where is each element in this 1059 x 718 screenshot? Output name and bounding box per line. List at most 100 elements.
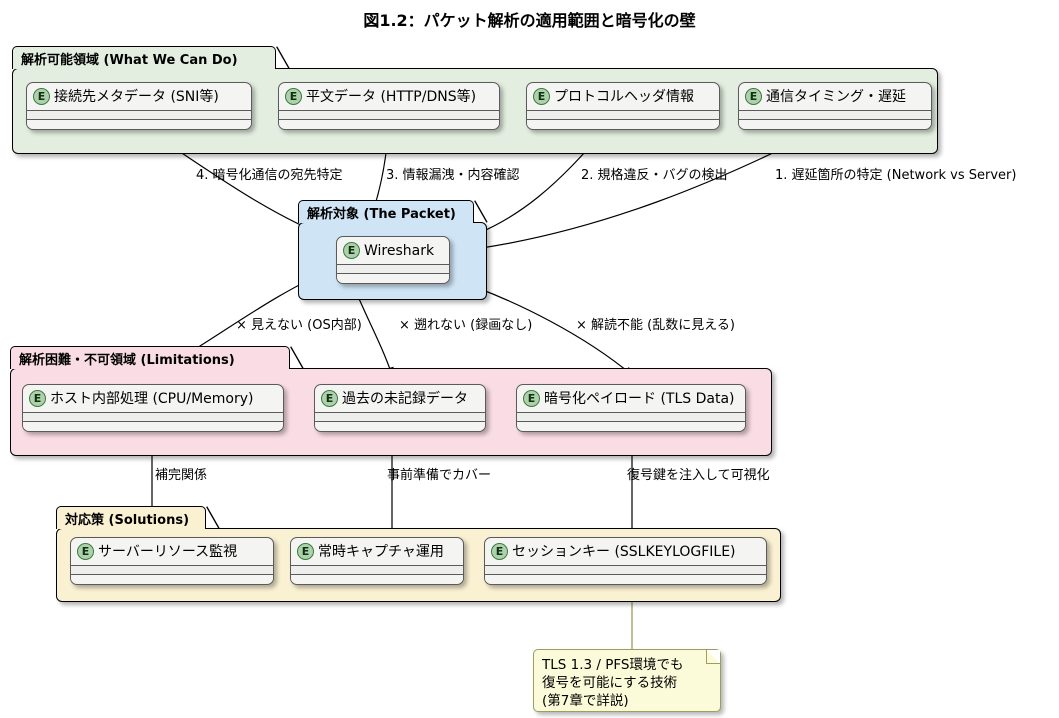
entity-attribute-row: [27, 111, 251, 120]
entity-sni-metadata[interactable]: E 接続先メタデータ (SNI等): [26, 82, 252, 130]
entity-head: E 過去の未記録データ: [315, 385, 485, 412]
entity-icon: E: [343, 242, 360, 259]
entity-divider: [517, 412, 745, 414]
edge-label-latency-location: 1. 遅延箇所の特定 (Network vs Server): [775, 168, 1017, 183]
note-line-1: TLS 1.3 / PFS環境でも: [542, 657, 684, 673]
entity-divider: [71, 574, 273, 576]
entity-always-on-capture[interactable]: E 常時キャプチャ運用: [290, 537, 464, 585]
entity-divider: [337, 273, 449, 275]
edge-label-key-injection: 復号鍵を注入して可視化: [627, 468, 770, 483]
entity-label: 暗号化ペイロード (TLS Data): [544, 390, 735, 407]
entity-icon: E: [745, 88, 762, 105]
entity-session-key-sslkeylogfile[interactable]: E セッションキー (SSLKEYLOGFILE): [484, 537, 767, 585]
note-line-2: 復号を可能にする技術: [542, 675, 678, 691]
entity-plaintext-data[interactable]: E 平文データ (HTTP/DNS等): [278, 82, 500, 130]
entity-label: プロトコルヘッダ情報: [554, 88, 694, 105]
entity-icon: E: [33, 88, 50, 105]
package-capabilities: 解析可能領域 (What We Can Do) E 接続先メタデータ (SNI等…: [12, 46, 938, 154]
package-capabilities-header: 解析可能領域 (What We Can Do): [12, 46, 276, 69]
edge-label-spec-violation: 2. 規格違反・バグの検出: [581, 168, 728, 183]
entity-divider: [527, 110, 719, 112]
entity-timing-latency[interactable]: E 通信タイミング・遅延: [738, 82, 932, 130]
entity-attribute-row: [337, 265, 449, 274]
entity-method-row: [291, 575, 463, 583]
entity-server-resource-monitoring[interactable]: E サーバーリソース監視: [70, 537, 274, 585]
note-tls13-pfs: TLS 1.3 / PFS環境でも 復号を可能にする技術 (第7章で詳説): [533, 649, 721, 712]
entity-icon: E: [491, 543, 508, 560]
entity-method-row: [27, 120, 251, 128]
entity-head: E ホスト内部処理 (CPU/Memory): [23, 385, 283, 412]
package-packet: 解析対象 (The Packet) E Wireshark: [298, 200, 488, 300]
entity-method-row: [517, 422, 745, 430]
entity-method-row: [337, 274, 449, 282]
entity-attribute-row: [291, 566, 463, 575]
entity-divider: [23, 421, 283, 423]
entity-method-row: [485, 575, 766, 583]
entity-method-row: [739, 120, 931, 128]
note-line-3: (第7章で詳説): [542, 693, 629, 709]
entity-icon: E: [533, 88, 550, 105]
edge-label-complementary: 補完関係: [155, 468, 208, 483]
package-limitations-header: 解析困難・不可領域 (Limitations): [10, 346, 290, 369]
entity-wireshark[interactable]: E Wireshark: [336, 236, 450, 284]
package-solutions: 対応策 (Solutions) E サーバーリソース監視 E 常時キャプチャ運用: [56, 506, 781, 602]
entity-attribute-row: [527, 111, 719, 120]
entity-divider: [27, 119, 251, 121]
entity-divider: [739, 110, 931, 112]
edge-label-undecryptable: × 解読不能 (乱数に見える): [576, 318, 735, 333]
entity-attribute-row: [485, 566, 766, 575]
entity-divider: [485, 565, 766, 567]
entity-label: 平文データ (HTTP/DNS等): [306, 88, 477, 105]
entity-divider: [291, 574, 463, 576]
page-title: 図1.2：パケット解析の適用範囲と暗号化の壁: [363, 11, 696, 30]
entity-label: 接続先メタデータ (SNI等): [54, 88, 219, 105]
entity-method-row: [315, 422, 485, 430]
entity-method-row: [527, 120, 719, 128]
entity-method-row: [23, 422, 283, 430]
package-packet-fold: [474, 200, 488, 223]
edge-label-info-leak: 3. 情報漏洩・内容確認: [386, 168, 520, 183]
entity-head: E 平文データ (HTTP/DNS等): [279, 83, 499, 110]
package-capabilities-fold: [276, 46, 290, 69]
entity-label: 過去の未記録データ: [342, 390, 468, 407]
entity-host-internal-processing[interactable]: E ホスト内部処理 (CPU/Memory): [22, 384, 284, 432]
entity-label: セッションキー (SSLKEYLOGFILE): [512, 543, 736, 560]
entity-encrypted-payload[interactable]: E 暗号化ペイロード (TLS Data): [516, 384, 746, 432]
package-limitations-title: 解析困難・不可領域 (Limitations): [19, 352, 235, 368]
entity-protocol-header-info[interactable]: E プロトコルヘッダ情報: [526, 82, 720, 130]
entity-head: E 接続先メタデータ (SNI等): [27, 83, 251, 110]
package-limitations-fold: [290, 346, 304, 369]
entity-divider: [279, 119, 499, 121]
edge-label-no-retroactive-capture: × 遡れない (録画なし): [399, 318, 533, 333]
entity-divider: [279, 110, 499, 112]
entity-head: E プロトコルヘッダ情報: [527, 83, 719, 110]
entity-divider: [315, 412, 485, 414]
entity-label: Wireshark: [364, 242, 435, 259]
entity-attribute-row: [739, 111, 931, 120]
entity-divider: [315, 421, 485, 423]
entity-attribute-row: [315, 413, 485, 422]
package-packet-title: 解析対象 (The Packet): [307, 206, 456, 222]
entity-head: E サーバーリソース監視: [71, 538, 273, 565]
edge-label-encrypted-destination: 4. 暗号化通信の宛先特定: [196, 168, 343, 183]
entity-label: 通信タイミング・遅延: [766, 88, 906, 105]
entity-divider: [71, 565, 273, 567]
entity-icon: E: [523, 390, 540, 407]
entity-label: 常時キャプチャ運用: [318, 543, 444, 560]
entity-icon: E: [29, 390, 46, 407]
entity-divider: [27, 110, 251, 112]
entity-divider: [485, 574, 766, 576]
entity-icon: E: [321, 390, 338, 407]
entity-past-unrecorded-data[interactable]: E 過去の未記録データ: [314, 384, 486, 432]
entity-attribute-row: [517, 413, 745, 422]
entity-divider: [23, 412, 283, 414]
entity-icon: E: [77, 543, 94, 560]
entity-attribute-row: [23, 413, 283, 422]
entity-icon: E: [297, 543, 314, 560]
entity-method-row: [279, 120, 499, 128]
entity-divider: [291, 565, 463, 567]
entity-head: E 通信タイミング・遅延: [739, 83, 931, 110]
entity-divider: [337, 264, 449, 266]
entity-divider: [517, 421, 745, 423]
